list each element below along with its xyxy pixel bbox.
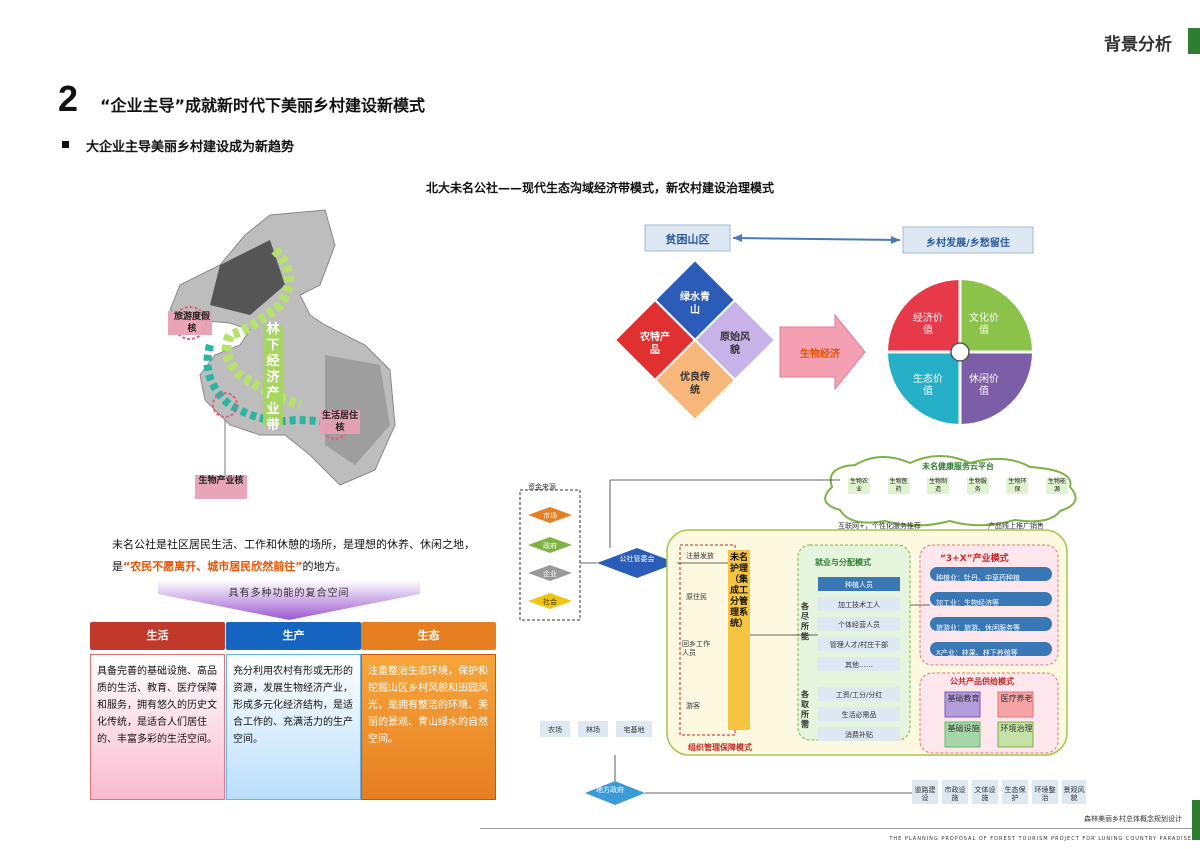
cloud-item: 生物能源 [1045,478,1068,494]
description: 未名公社是社区居民生活、工作和休憩的场所，是理想的休养、休闲之地，是“农民不愿离… [112,534,482,578]
left-label-tourist: 游客 [686,702,700,710]
fund-enterprise: 企业 [543,570,557,578]
public-item: 环境治理 [1000,724,1033,733]
fund-market: 市场 [543,512,557,520]
quadrant-ecological: 生态价值 [913,374,943,397]
bottom-right-item: 景观风貌 [1063,786,1085,802]
description-part2: 的地方。 [302,560,347,573]
section-tag-bar [1188,28,1200,54]
column-ecology-title: 生态 [361,622,496,650]
industry-item: 种植业：牡丹、中草药种植 [936,574,1020,582]
fund-society: 社会 [543,598,557,606]
section-tag: 背景分析 [1104,35,1172,55]
mode-employ-title: 就业与分配模式 [815,558,871,567]
bullet-square-icon [62,141,69,148]
cloud-platform-title: 未名健康服务云平台 [922,462,994,471]
industry-item: 旅游业：旅游、休闲服务等 [936,624,1020,632]
diamond-original: 原始风貌 [720,332,750,356]
public-item: 医疗养老 [1000,694,1033,703]
column-production-text: 充分利用农村有形或无形的资源，发展生物经济产业，形成多元化经济结构，是适合工作的… [226,654,361,800]
poor-mountain-box: 贫困山区 [665,233,710,246]
banner-text: 具有多种功能的复合空间 [228,588,350,599]
employ-item: 个体经营人员 [838,621,880,629]
bullet-text: 大企业主导美丽乡村建设成为新趋势 [86,140,295,155]
column-life-text: 具备完善的基础设施、高品质的生活、教育、医疗保障和服务，拥有悠久的历史文化传统，… [90,654,225,800]
cloud-item: 生物环保 [1006,478,1029,494]
zone-living-label: 生活居住核 [321,411,358,433]
left-label-native: 原住民 [686,593,707,601]
employ-item: 管理人才/村庄干部 [829,641,889,649]
governance-flow-diagram [519,455,1086,805]
rural-development-box: 乡村发展/乡愁留住 [926,238,1010,249]
quadrant-economic: 经济价值 [913,313,943,336]
bottom-left-item: 宅基地 [623,726,645,734]
cloud-item: 生物医药 [887,478,910,494]
demand-item: 工资/工分/分红 [835,691,883,699]
bottom-right-item: 文体设施 [974,786,996,802]
employ-item: 种植人员 [845,581,873,589]
label-take-need: 各取所需 [801,690,809,729]
bio-economy-arrow-label: 生物经济 [800,349,840,360]
fund-source-label: 资金来源 [528,483,556,491]
industry-item: 加工业：生物经济等 [936,599,999,607]
industry-item: X产业：林果、林下养殖等 [936,649,1018,657]
footer-title-cn: 森林美丽乡村总体概念规划设计 [1084,815,1182,823]
column-production-title: 生产 [226,622,361,650]
cloud-items: 生物农业 生物医药 生物制造 生物服务 生物环保 生物能源 [848,478,1068,494]
local-government-label: 地方政府 [596,786,624,794]
footer-bar [1192,800,1200,840]
bottom-right-item: 生态保护 [1004,786,1026,802]
committee-label: 公社管委会 [619,555,655,563]
employ-item: 加工技术工人 [838,601,880,609]
cloud-item: 生物服务 [966,478,989,494]
bottom-left-item: 林场 [586,726,600,734]
public-item: 基础教育 [947,694,980,703]
footer-title-en: THE PLANNING PROPOSAL OF FOREST TOURISM … [889,836,1192,842]
left-label-returnee: 回乡工作人员 [682,640,710,657]
section-title: “企业主导”成就新时代下美丽乡村建设新模式 [100,96,426,115]
mode-industry-title: “3+X”产业模式 [940,554,1009,564]
bottom-right-item: 道路建设 [914,786,936,802]
zone-forest-label: 林下经济产业带 [266,322,280,433]
cloud-note-right: 产品线上推广销售 [988,522,1044,530]
center-system-label: 未名护理（集成工分管理系统） [730,553,749,629]
column-life-title: 生活 [90,622,225,650]
column-ecology-text: 注重整治生态环境，保护和挖掘山区乡村风貌和田园风光，是拥有整洁的环境、美丽的景观… [361,654,496,800]
cloud-note-left: 互联网+，个性化服务推荐 [838,522,921,530]
cloud-item: 生物制造 [927,478,950,494]
fund-government: 政府 [543,542,557,550]
public-item: 基础设施 [947,724,980,733]
diamond-green-hills: 绿水青山 [680,292,710,316]
diamond-tradition: 优良传统 [680,372,710,396]
employ-item: 其他…… [845,661,873,669]
bottom-right-item: 市政设施 [944,786,966,802]
banner-arrow [158,580,420,620]
diamond-specialty: 农特产品 [640,332,670,356]
column-production: 生产 充分利用农村有形或无形的资源，发展生物经济产业，形成多元化经济结构，是适合… [226,622,361,800]
demand-item: 消费补贴 [845,731,873,739]
bottom-left-item: 农场 [548,726,562,734]
mode-left-title: 组织管理保障模式 [688,743,752,752]
zone-bio-label: 生物产业核 [198,476,244,486]
column-ecology: 生态 注重整治生态环境，保护和挖掘山区乡村风貌和田园风光，是拥有整洁的环境、美丽… [361,622,496,800]
column-life: 生活 具备完善的基础设施、高品质的生活、教育、医疗保障和服务，拥有悠久的历史文化… [90,622,225,800]
quadrant-cultural: 文化价值 [969,313,999,336]
zone-tourism-label: 旅游度假核 [173,312,210,334]
bottom-right-item: 环境整治 [1034,786,1056,802]
figure-title: 北大未名公社——现代生态沟域经济带模式，新农村建设治理模式 [425,181,774,195]
label-each-ability: 各尽所能 [801,602,809,641]
section-number: 2 [58,78,79,119]
value-diagram [613,224,1034,424]
left-label-register: 注册发放 [686,552,714,560]
demand-item: 生活必需品 [841,711,877,719]
cloud-item: 生物农业 [848,478,870,494]
quadrant-leisure: 休闲价值 [969,374,999,397]
mode-public-title: 公共产品供给模式 [950,677,1014,686]
footer-line [480,828,1200,829]
description-highlight: “农民不愿离开、城市居民欣然前往” [123,560,303,573]
village-map [168,209,396,499]
description-part1: 未名公社是社区居民生活、工作和休憩的场所，是理想的休养、休闲之地，是 [112,538,475,573]
